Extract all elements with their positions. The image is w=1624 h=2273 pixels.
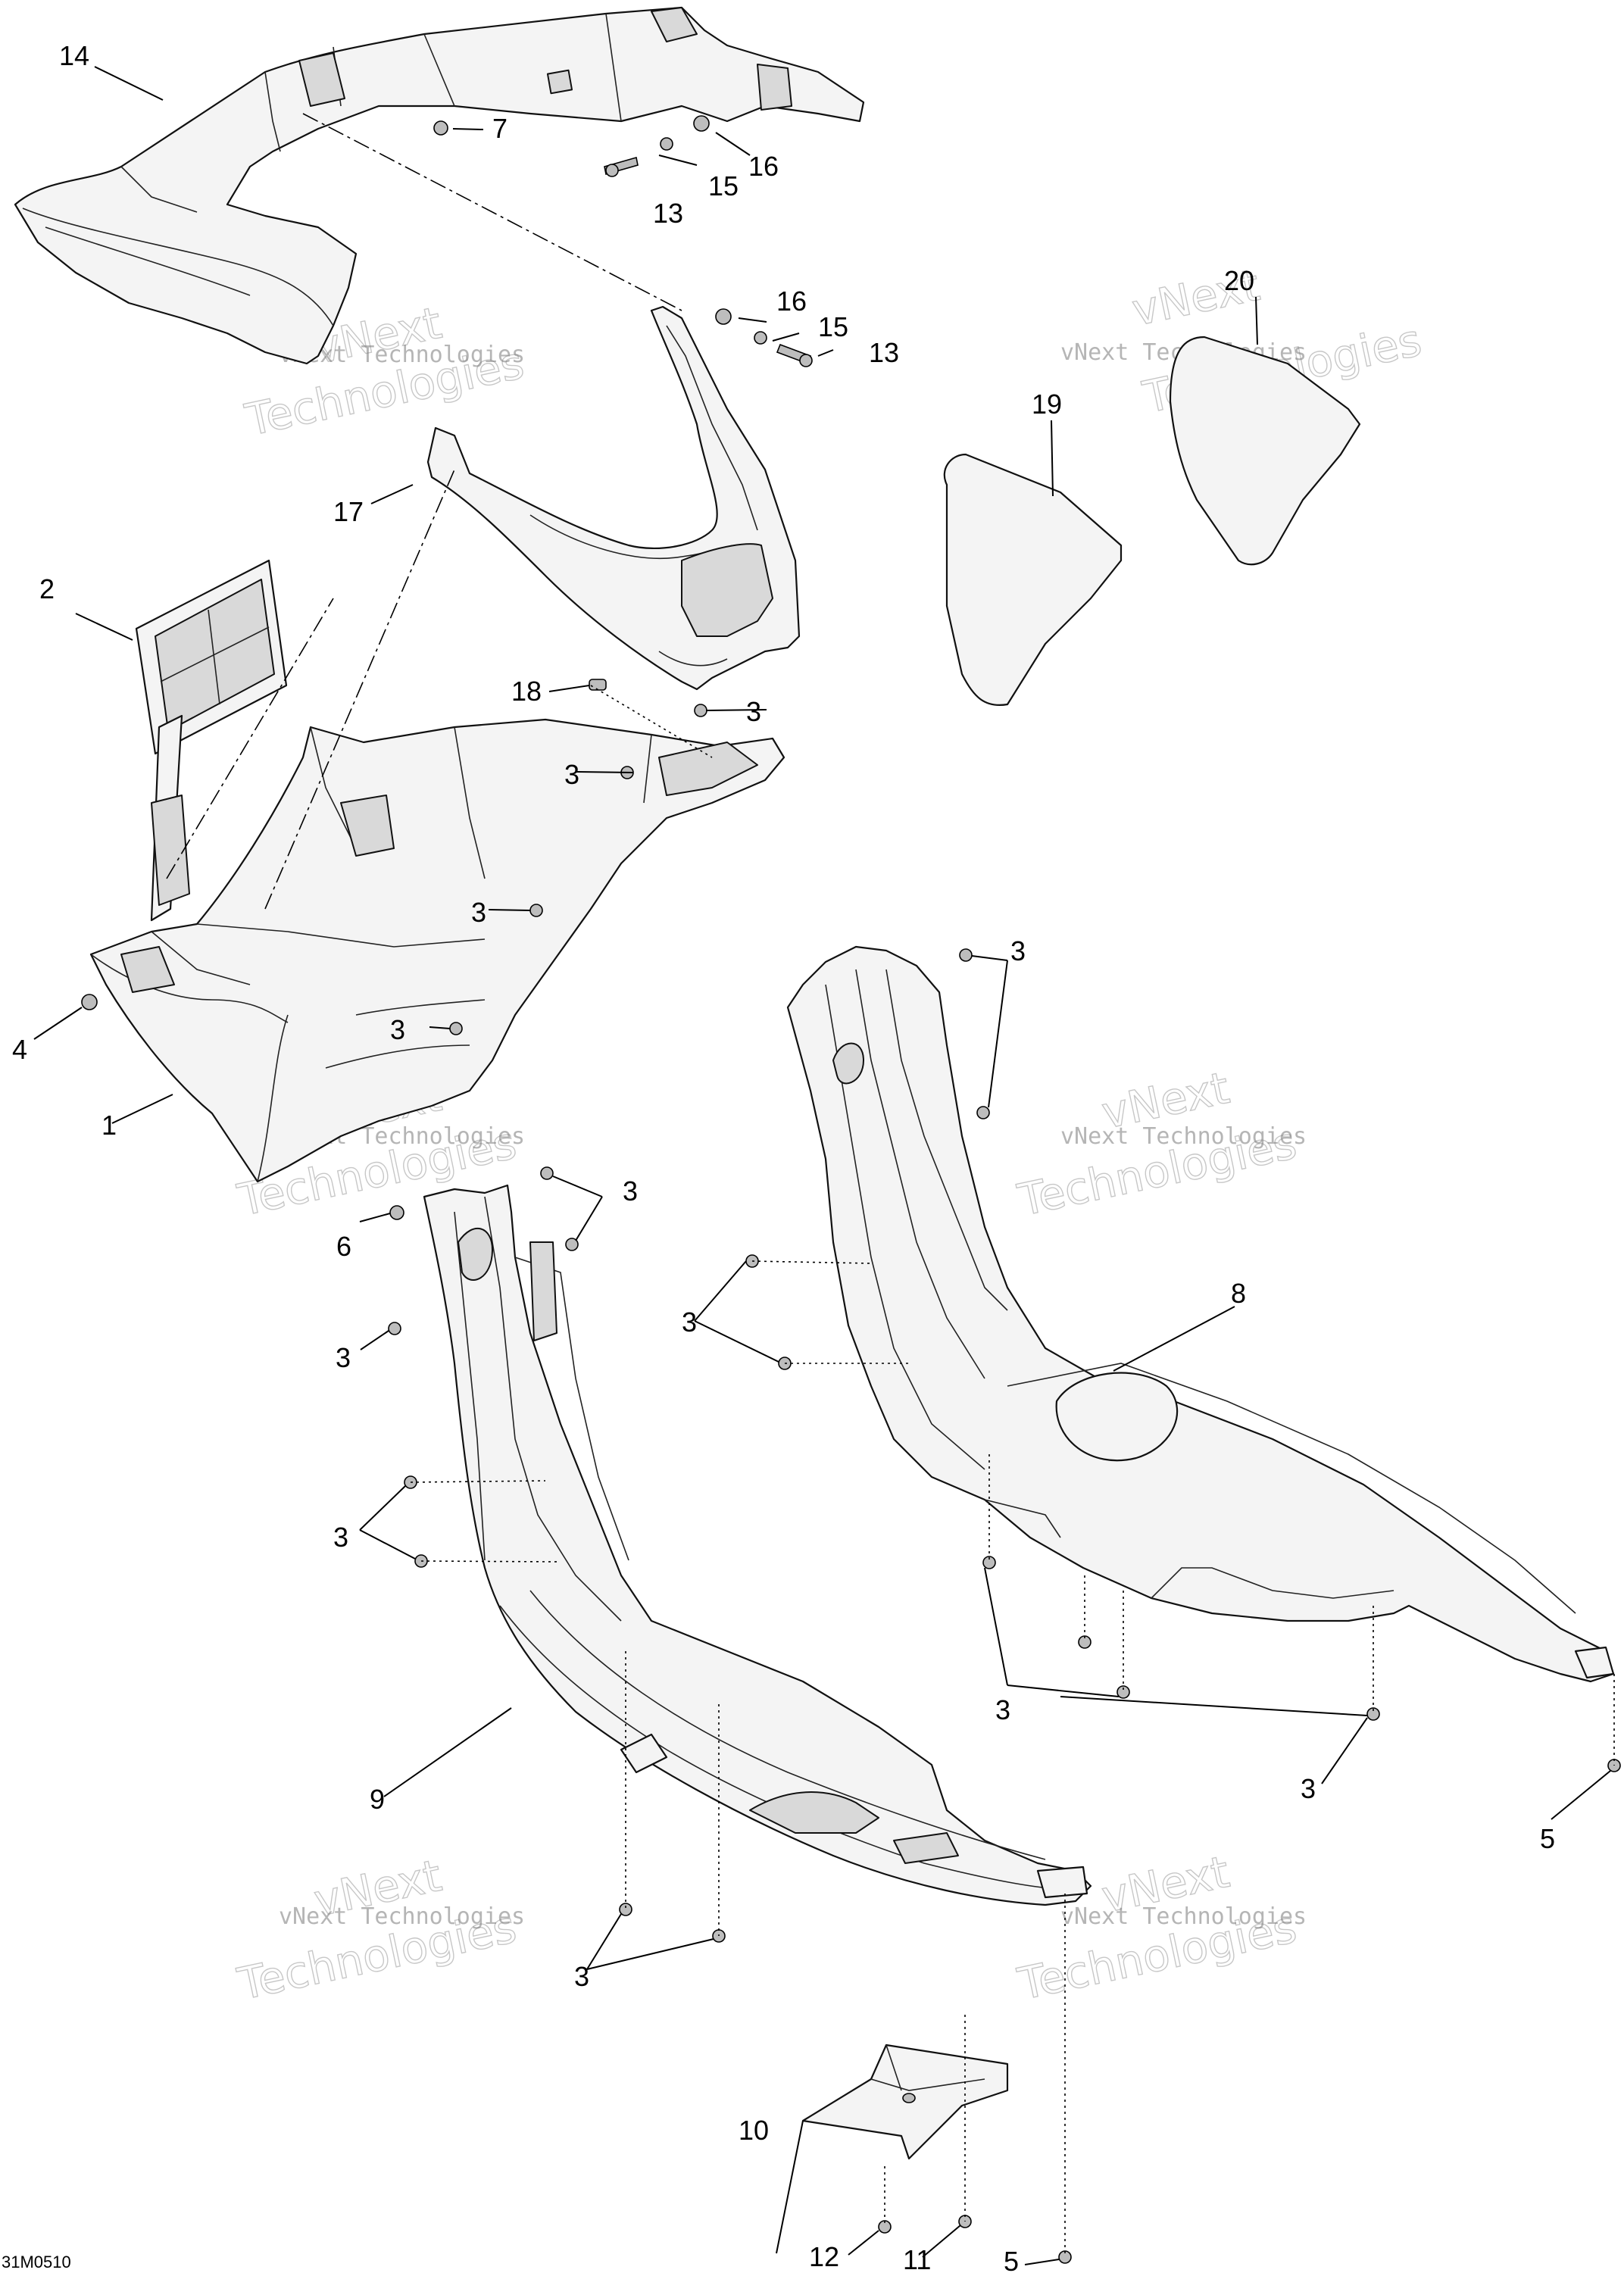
callout-8: 8	[1231, 1278, 1246, 1309]
callout-16: 16	[776, 286, 807, 317]
part-1-lower-cowl	[89, 714, 785, 1183]
part-14-upper-rail	[14, 6, 865, 365]
callout-3: 3	[746, 696, 761, 727]
callout-3: 3	[333, 1522, 348, 1553]
fastener	[715, 308, 732, 325]
callout-3: 3	[390, 1014, 405, 1045]
figure-id: 31M0510	[2, 2253, 71, 2271]
callout-16: 16	[748, 151, 779, 182]
part-8-right-side-pan	[786, 945, 1615, 1683]
watermark-bottom-left: Technologies vNext vNext Technologies	[233, 1849, 525, 2010]
svg-text:vNext Technologies: vNext Technologies	[279, 1903, 525, 1930]
svg-text:vNext Technologies: vNext Technologies	[1060, 1123, 1307, 1150]
leader-lines	[33, 66, 1611, 2265]
fastener	[619, 1903, 632, 1916]
fastener	[694, 704, 707, 717]
callout-5: 5	[1540, 1823, 1555, 1854]
fastener	[660, 137, 673, 151]
callout-9: 9	[370, 1784, 385, 1815]
callout-3: 3	[336, 1342, 351, 1373]
fastener	[589, 679, 607, 691]
part-19-panel	[943, 453, 1123, 707]
callout-3: 3	[574, 1961, 589, 1992]
callouts: 14 7 16 15 13 16 15 13 20 19 17 2 18 3 3…	[12, 40, 1555, 2273]
callout-3: 3	[1301, 1773, 1316, 1804]
fastener	[388, 1322, 401, 1335]
fastener	[449, 1022, 463, 1035]
fastener	[565, 1238, 579, 1251]
callout-1: 1	[102, 1110, 117, 1141]
callout-4: 4	[12, 1034, 27, 1065]
callout-18: 18	[511, 676, 542, 707]
callout-5: 5	[1004, 2246, 1019, 2273]
callout-15: 15	[708, 170, 739, 201]
callout-3: 3	[623, 1176, 638, 1207]
fastener	[540, 1166, 554, 1180]
callout-3: 3	[564, 759, 579, 790]
callout-3: 3	[995, 1694, 1010, 1725]
fastener	[389, 1205, 404, 1220]
callout-2: 2	[39, 573, 55, 604]
part-17-bracket	[426, 305, 801, 691]
fastener	[433, 120, 448, 136]
part-9-left-side-pan	[423, 1184, 1092, 1906]
fastener	[81, 994, 98, 1010]
callout-7: 7	[492, 113, 508, 144]
fastener	[982, 1556, 996, 1569]
part-10-plate	[801, 2044, 1009, 2160]
callout-10: 10	[739, 2115, 769, 2146]
callout-14: 14	[59, 40, 89, 71]
fastener	[1366, 1707, 1380, 1721]
callout-12: 12	[809, 2241, 839, 2272]
callout-3: 3	[471, 897, 486, 928]
callout-13: 13	[653, 198, 683, 229]
callout-15: 15	[818, 311, 848, 342]
fastener	[754, 331, 767, 345]
callout-6: 6	[336, 1231, 351, 1262]
callout-19: 19	[1032, 389, 1062, 420]
fastener	[959, 948, 973, 962]
svg-text:vNext Technologies: vNext Technologies	[1060, 1903, 1307, 1930]
watermark-mid-right: Technologies vNext vNext Technologies	[1013, 1061, 1307, 1226]
fastener	[529, 904, 543, 917]
fasteners	[81, 115, 1621, 2264]
fastener	[693, 115, 710, 132]
callout-3: 3	[1010, 935, 1026, 966]
fastener	[605, 164, 619, 177]
callout-3: 3	[682, 1307, 697, 1338]
fastener	[799, 354, 813, 367]
fastener	[1116, 1685, 1130, 1699]
part-20-panel	[1169, 336, 1361, 566]
callout-17: 17	[333, 496, 364, 527]
callout-13: 13	[869, 337, 899, 368]
callout-11: 11	[903, 2244, 931, 2273]
part-2-decal	[135, 559, 288, 755]
callout-20: 20	[1224, 265, 1254, 296]
alignment-lines	[166, 113, 1615, 2257]
fastener	[976, 1106, 990, 1119]
